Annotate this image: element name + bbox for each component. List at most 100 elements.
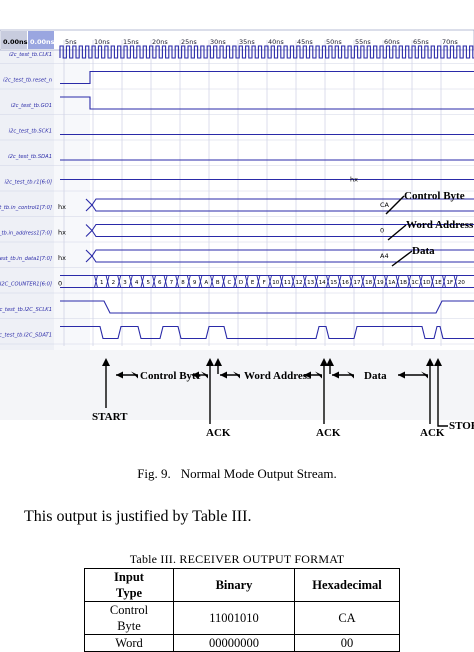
bus-waveform bbox=[91, 255, 474, 263]
header-text: Input bbox=[114, 570, 144, 584]
counter-value: 18 bbox=[365, 280, 372, 286]
counter-value: 1D bbox=[423, 280, 431, 286]
signal-value: hx bbox=[58, 229, 66, 237]
header-time-cell bbox=[1, 31, 27, 49]
control-span-right-head bbox=[201, 371, 208, 379]
header-hex: Hexadecimal bbox=[294, 568, 400, 602]
counter-segment-edge bbox=[395, 275, 400, 288]
signal-name: i2c_test_tb.I2C_SDAT1 bbox=[0, 333, 52, 339]
receiver-output-table: Input Type Binary Hexadecimal Control By… bbox=[84, 568, 400, 652]
time-tick-label: 60ns bbox=[384, 38, 400, 46]
counter-value: 1A bbox=[388, 280, 395, 286]
counter-value: 9 bbox=[193, 280, 197, 286]
caption-text: Normal Mode Output Stream. bbox=[180, 466, 337, 481]
counter-segment-edge bbox=[163, 275, 168, 288]
ack2b-arrow-head bbox=[326, 358, 334, 366]
data-span-left-head bbox=[332, 371, 339, 379]
counter-value: 20 bbox=[458, 280, 465, 286]
counter-segment-edge bbox=[349, 275, 354, 288]
counter-segment-edge bbox=[186, 275, 191, 288]
header-time-cell bbox=[28, 31, 54, 49]
counter-segment-edge bbox=[152, 275, 156, 288]
cell-text: Word bbox=[115, 636, 143, 650]
time-tick-label: 20ns bbox=[152, 38, 168, 46]
body-paragraph: This output is justified by Table III. bbox=[24, 508, 252, 525]
header-text: Type bbox=[115, 586, 143, 600]
ack3-arrow-head bbox=[426, 358, 434, 366]
ack-label: ACK bbox=[206, 427, 231, 439]
counter-value: 1B bbox=[400, 280, 407, 286]
annotation-area bbox=[0, 350, 474, 420]
counter-segment-edge bbox=[210, 275, 214, 288]
sdat-waveform bbox=[60, 325, 474, 340]
counter-segment-edge bbox=[244, 275, 249, 288]
word-address-callout: Word Address bbox=[406, 219, 474, 231]
counter-value: 3 bbox=[123, 280, 127, 286]
signal-value: 0 bbox=[58, 280, 62, 288]
counter-segment-edge bbox=[233, 275, 238, 288]
table-row: Word 00000000 00 bbox=[84, 634, 400, 652]
counter-value: 11 bbox=[284, 280, 291, 286]
ack-label: ACK bbox=[420, 427, 445, 439]
counter-value: 1E bbox=[435, 280, 442, 286]
bus-waveform bbox=[91, 223, 474, 231]
counter-segment-edge bbox=[140, 275, 145, 288]
signal-value: hx bbox=[58, 203, 66, 211]
counter-segment-edge bbox=[198, 275, 203, 288]
control-span-left-head bbox=[131, 371, 138, 379]
control-span-left-head bbox=[116, 371, 123, 379]
cell-type: Control Byte bbox=[84, 601, 174, 635]
data-span-label: Data bbox=[364, 370, 387, 382]
start-label: START bbox=[92, 411, 128, 423]
counter-value: 1F bbox=[446, 280, 453, 286]
cell-text: Byte bbox=[117, 619, 141, 633]
counter-segment-edge bbox=[360, 275, 365, 288]
time-tick-label: 65ns bbox=[413, 38, 429, 46]
header-binary: Binary bbox=[173, 568, 295, 602]
counter-value: 6 bbox=[158, 280, 162, 286]
counter-value: F bbox=[263, 280, 266, 286]
time-tick-label: 15ns bbox=[123, 38, 139, 46]
counter-value: 12 bbox=[296, 280, 303, 286]
counter-segment-edge bbox=[128, 275, 133, 288]
counter-segment-edge bbox=[453, 275, 458, 288]
counter-value: 8 bbox=[181, 280, 185, 286]
signal-name: i2c_test_tb.CLK1 bbox=[9, 52, 52, 58]
counter-segment-edge bbox=[291, 275, 296, 288]
time-tick-label: 10ns bbox=[94, 38, 110, 46]
bus-waveform bbox=[91, 204, 474, 212]
counter-value: A bbox=[204, 280, 208, 286]
time-tick-label: 50ns bbox=[326, 38, 342, 46]
signal-name-panel bbox=[0, 34, 54, 350]
stop-arrow-head bbox=[434, 358, 442, 366]
header-time-text: 0.00ns bbox=[30, 38, 55, 46]
time-tick-label: 25ns bbox=[181, 38, 197, 46]
bus-waveform bbox=[91, 249, 474, 257]
counter-value: 4 bbox=[135, 280, 139, 286]
counter-value: D bbox=[239, 280, 243, 286]
bus-value-label: hx bbox=[350, 176, 358, 184]
signal-name: i2c_test_tb.reset_n bbox=[3, 78, 52, 84]
counter-segment-edge bbox=[302, 275, 307, 288]
ack1b-arrow-head bbox=[214, 358, 222, 366]
counter-segment-edge bbox=[105, 275, 110, 288]
counter-segment-edge bbox=[326, 275, 330, 288]
bus-value-label: A4 bbox=[380, 252, 389, 260]
go-waveform bbox=[60, 96, 474, 110]
cell-type: Word bbox=[84, 634, 174, 652]
signal-name: i2c_test_tb.SDA1 bbox=[8, 154, 52, 160]
counter-value: 1C bbox=[411, 280, 418, 286]
signal-value: hx bbox=[58, 254, 66, 262]
caption-label: Fig. 9. bbox=[137, 466, 171, 481]
header-input-type: Input Type bbox=[84, 568, 174, 602]
counter-value: B bbox=[216, 280, 220, 286]
counter-segment-edge bbox=[175, 275, 180, 288]
signal-name: I2C_COUNTER1[6:0] bbox=[0, 282, 52, 288]
callout-arrow bbox=[385, 195, 405, 215]
figure-caption: Fig. 9. Normal Mode Output Stream. bbox=[0, 466, 474, 482]
time-tick-label: 30ns bbox=[210, 38, 226, 46]
start-arrow-head bbox=[102, 358, 110, 366]
counter-value: 7 bbox=[170, 280, 174, 286]
bus-waveform bbox=[91, 230, 474, 238]
